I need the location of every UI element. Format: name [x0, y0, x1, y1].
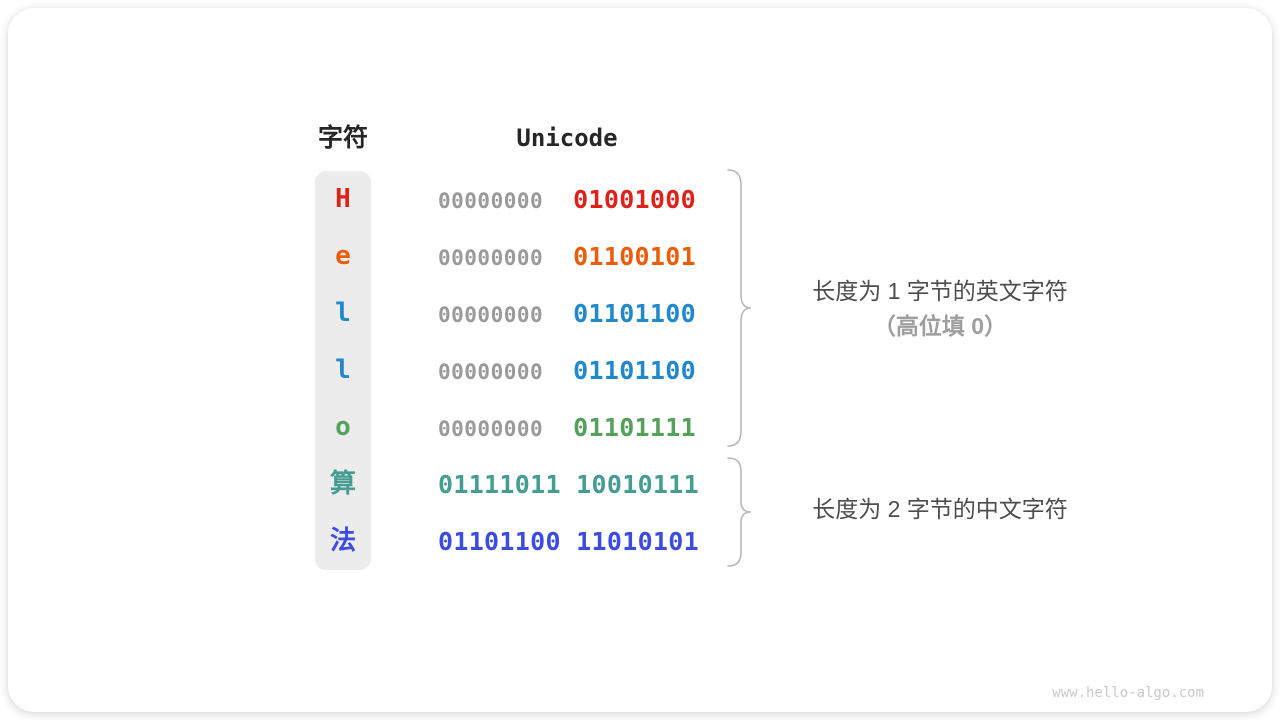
low-byte: 01100101 — [573, 242, 696, 271]
diagram-card: 字符 Unicode H 00000000 01001000 e 00000000… — [8, 8, 1272, 712]
watermark-url: www.hello-algo.com — [1052, 685, 1204, 701]
low-byte: 01101100 — [573, 356, 696, 385]
high-byte: 00000000 — [438, 360, 544, 384]
unicode-binary: 00000000 01101100 — [438, 342, 696, 399]
row-l-1: l 00000000 01101100 — [8, 285, 1272, 342]
annotation-english: 长度为 1 字节的英文字符 （高位填 0） — [770, 274, 1110, 344]
unicode-binary: 00000000 01101111 — [438, 399, 696, 456]
brace-chinese-group — [727, 457, 752, 567]
low-byte: 01101111 — [573, 413, 696, 442]
high-byte: 00000000 — [438, 303, 544, 327]
column-header-unicode: Unicode — [516, 124, 618, 152]
unicode-binary: 01101100 11010101 — [438, 513, 699, 570]
brace-english-group — [727, 169, 752, 447]
annotation-chinese-line1: 长度为 2 字节的中文字符 — [812, 496, 1068, 522]
unicode-binary: 00000000 01001000 — [438, 171, 696, 228]
two-bytes: 01101100 11010101 — [438, 527, 699, 556]
row-e: e 00000000 01100101 — [8, 228, 1272, 285]
row-l-2: l 00000000 01101100 — [8, 342, 1272, 399]
character-cell: H — [335, 184, 351, 214]
character-column-background — [315, 171, 371, 570]
unicode-binary: 01111011 10010111 — [438, 456, 699, 513]
low-byte: 01001000 — [573, 185, 696, 214]
two-bytes: 01111011 10010111 — [438, 470, 699, 499]
row-o: o 00000000 01101111 — [8, 399, 1272, 456]
annotation-chinese: 长度为 2 字节的中文字符 — [770, 492, 1110, 527]
high-byte: 00000000 — [438, 246, 544, 270]
character-cell: l — [335, 355, 351, 385]
row-H: H 00000000 01001000 — [8, 171, 1272, 228]
character-cell: 算 — [329, 469, 356, 499]
column-header-character: 字符 — [317, 124, 368, 152]
high-byte: 00000000 — [438, 189, 544, 213]
annotation-english-line1: 长度为 1 字节的英文字符 — [812, 278, 1068, 304]
character-cell: o — [335, 412, 351, 442]
annotation-english-line2: （高位填 0） — [872, 313, 1008, 339]
character-cell: e — [335, 241, 351, 271]
high-byte: 00000000 — [438, 417, 544, 441]
character-cell: 法 — [329, 526, 356, 556]
unicode-binary: 00000000 01100101 — [438, 228, 696, 285]
character-cell: l — [335, 298, 351, 328]
row-suan: 算 01111011 10010111 — [8, 456, 1272, 513]
row-fa: 法 01101100 11010101 — [8, 513, 1272, 570]
low-byte: 01101100 — [573, 299, 696, 328]
unicode-binary: 00000000 01101100 — [438, 285, 696, 342]
